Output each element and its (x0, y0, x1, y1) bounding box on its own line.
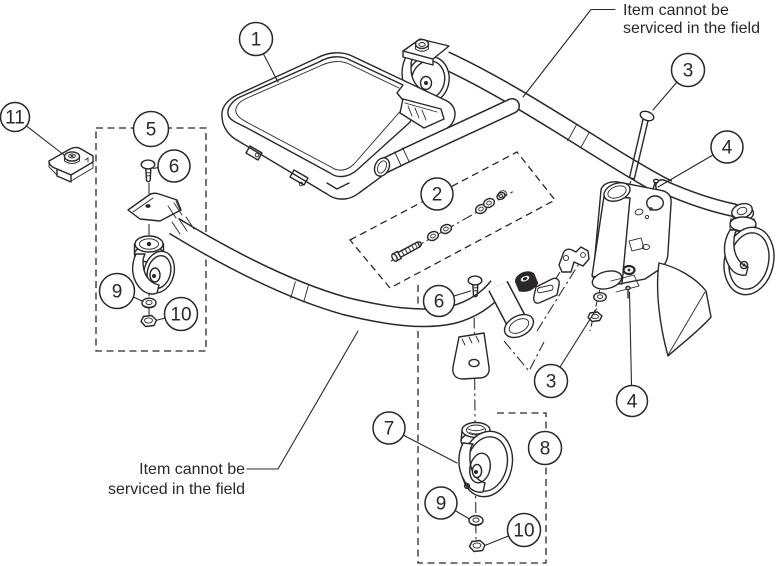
callout-1-label: 1 (251, 30, 262, 51)
note-top-right-line1: Item cannot be (623, 2, 729, 19)
nut-bottom (468, 539, 486, 553)
bottom-leg-hole (461, 335, 480, 368)
callout-4-top-label: 4 (722, 138, 733, 159)
callout-5-label: 5 (146, 120, 157, 141)
slotted-link (533, 277, 560, 304)
callout-9-left-label: 9 (112, 282, 123, 303)
screw-bottom (467, 275, 483, 298)
callout-3-top: 3 (670, 52, 706, 88)
callout-3-top-label: 3 (683, 61, 694, 82)
bottom-leg-plate (452, 332, 490, 380)
note-bottom-left: Item cannot be serviced in the field (108, 461, 245, 498)
bottom-caster (458, 421, 514, 498)
hardware-kit (391, 190, 507, 262)
callout-1: 1 (238, 21, 274, 57)
front-frame-tube (169, 216, 535, 339)
callout-10-left-label: 10 (170, 305, 191, 326)
callout-7: 7 (372, 411, 406, 445)
note-top-right-line2: serviced in the field (623, 20, 760, 37)
callout-2-label: 2 (432, 185, 443, 206)
left-caster (131, 235, 176, 295)
callout-10-bottom-label: 10 (513, 521, 534, 542)
note-bottom-left-line2: serviced in the field (108, 481, 245, 498)
rear-frame-tube (441, 51, 740, 217)
leader-lines (25, 8, 714, 546)
callout-6-left: 6 (157, 149, 191, 183)
callout-11-label: 11 (5, 108, 25, 129)
screw-left (140, 159, 156, 183)
callout-3-bottom-label: 3 (546, 372, 557, 393)
mounting-bracket (558, 246, 590, 273)
callout-6-left-label: 6 (169, 157, 180, 178)
callout-10-left: 10 (163, 296, 199, 332)
washer-bottom (468, 515, 484, 527)
deflector-plate (656, 262, 712, 357)
callout-9-bottom: 9 (424, 486, 458, 520)
callout-9-bottom-label: 9 (436, 494, 447, 515)
callout-2: 2 (420, 177, 454, 211)
callout-11: 11 (0, 101, 31, 133)
callout-8: 8 (527, 430, 563, 466)
mounting-clamp (48, 146, 94, 183)
footrest-tube (373, 98, 520, 177)
pivot-pin (628, 110, 655, 180)
right-caster (723, 202, 775, 296)
callout-9-left: 9 (98, 272, 136, 310)
callout-4-top: 4 (710, 130, 744, 164)
washer-left (141, 297, 157, 309)
callout-6-bottom: 6 (422, 284, 456, 318)
dashed-box-item-8 (417, 284, 547, 564)
callout-4-bottom-label: 4 (627, 392, 638, 413)
note-bottom-left-line1: Item cannot be (139, 461, 245, 478)
callout-10-bottom: 10 (506, 512, 542, 548)
callout-4-bottom: 4 (615, 384, 649, 418)
callout-7-label: 7 (384, 419, 395, 440)
roller-bumper (515, 271, 539, 292)
note-top-right: Item cannot be serviced in the field (623, 2, 760, 37)
left-arm-plate (127, 192, 183, 222)
callout-5: 5 (132, 110, 170, 148)
pin-washer (593, 292, 608, 303)
callout-3-bottom: 3 (533, 363, 569, 399)
pin-nut (587, 311, 603, 323)
nut-left (140, 314, 158, 328)
callout-8-label: 8 (540, 439, 551, 460)
callout-6-bottom-label: 6 (434, 292, 445, 313)
